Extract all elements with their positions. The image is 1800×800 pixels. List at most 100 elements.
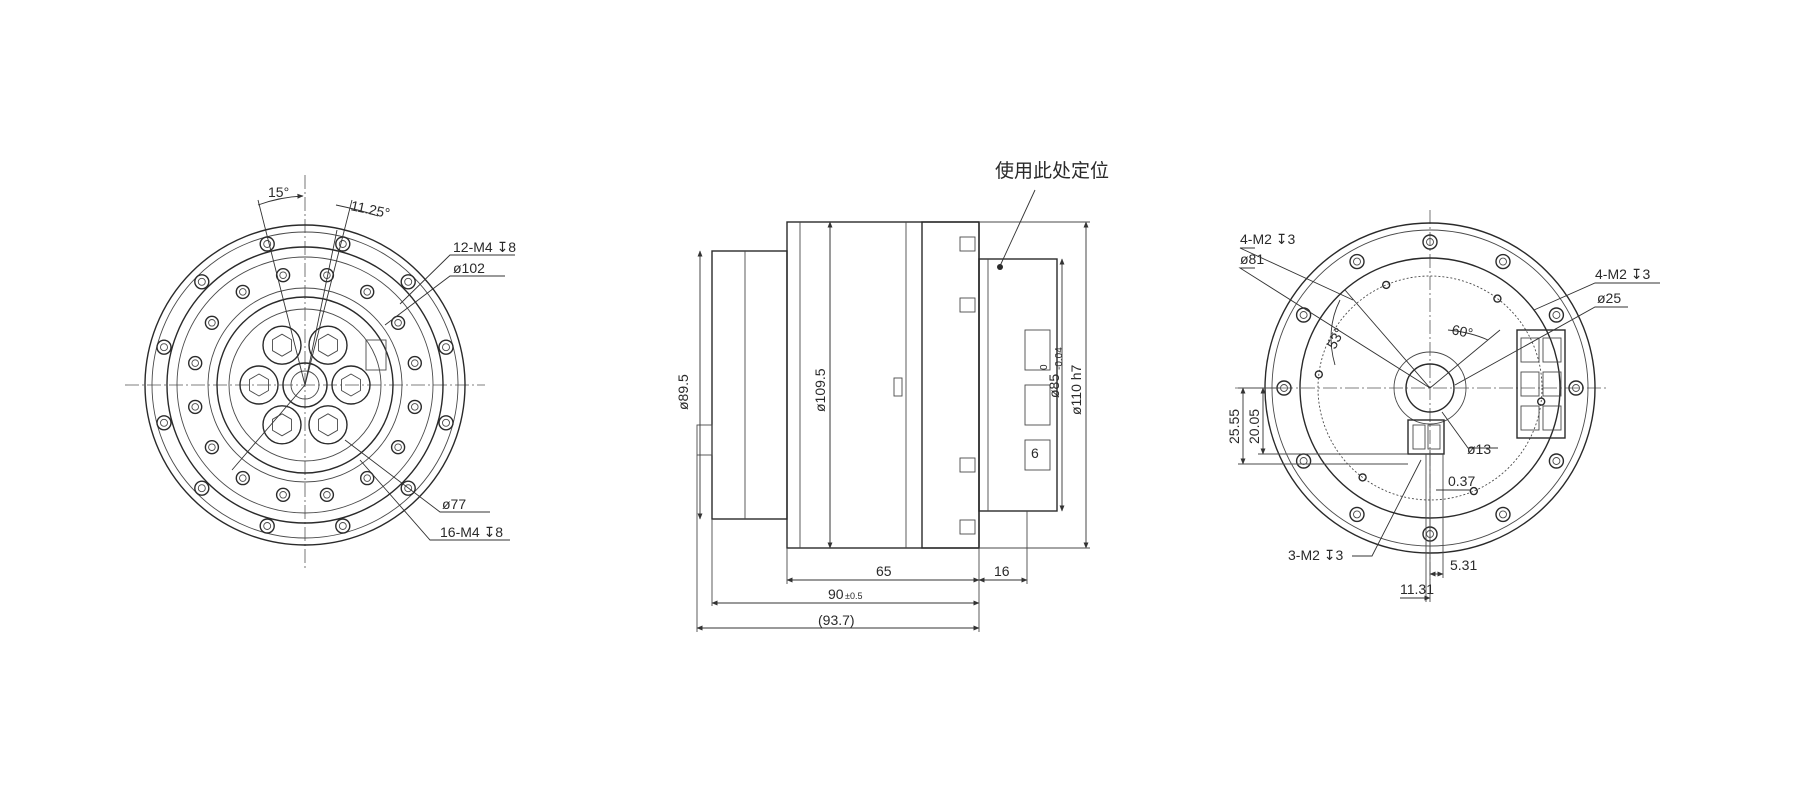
side-flange — [921, 221, 980, 549]
front-outer-bolt-hole — [259, 236, 275, 252]
front-outer-bolt-hole-inner — [263, 522, 272, 530]
front-hex-sockets — [239, 325, 371, 445]
rear-angle-ray-53 — [1344, 289, 1431, 389]
front-outer-bolt-hole — [194, 274, 210, 290]
side-pilot-feature-1 — [1024, 329, 1051, 371]
front-inner-bolt-hole-inner — [363, 288, 371, 296]
rear-outer-bolt-holes — [1276, 234, 1584, 542]
rear-dim-037-label: 0.37 — [1448, 473, 1475, 489]
rear-outer-bolt-hole-inner — [1353, 257, 1361, 266]
front-outer-bolt-hole — [438, 339, 454, 355]
front-inner-bolt-hole — [204, 315, 220, 330]
hex-socket-ring — [262, 325, 302, 365]
rear-outer-bolt-hole — [1349, 506, 1365, 523]
front-housing-circle — [166, 246, 444, 524]
side-pilot — [978, 258, 1058, 512]
front-inner-bolt-hole — [275, 268, 291, 283]
front-outer-bolt-hole — [335, 236, 351, 252]
front-inner-bolt-hole-inner — [191, 403, 199, 411]
front-thread-inner-label: 16-M4 ↧8 — [440, 524, 503, 540]
side-dia-pilot-tol-lower: -0.04 — [1054, 347, 1065, 370]
rear-connector-pin-5 — [1520, 405, 1540, 431]
front-outer-bolt-hole — [335, 518, 351, 534]
side-len-65-label: 65 — [876, 563, 892, 579]
front-inner-bolt-holes — [187, 268, 422, 502]
front-outer-bolt-hole-inner — [160, 418, 168, 427]
side-dia-pilot-label: ø85 — [1046, 374, 1062, 398]
rear-outer-bolt-hole — [1422, 234, 1438, 250]
front-outer-bolt-hole-inner — [442, 343, 450, 352]
front-leader-thread-inner — [359, 459, 510, 541]
rear-connector-pin-6 — [1542, 405, 1562, 431]
locating-note: 使用此处定位 — [995, 160, 1109, 182]
rear-angle-arc-53 — [1330, 299, 1341, 366]
rear-leader-thread-b — [1533, 282, 1660, 311]
front-inner-bolt-hole-inner — [363, 474, 371, 482]
rear-view: 4-M2 ↧3 ø81 4-M2 ↧3 ø25 53° 60° 25.55 20… — [1226, 210, 1660, 602]
rear-outer-bolt-hole-inner — [1353, 510, 1361, 519]
rear-thread-b-label: 4-M2 ↧3 — [1595, 266, 1651, 282]
front-outer-flange-circle — [144, 224, 466, 546]
front-flange-edge-circle — [151, 231, 459, 539]
hex-socket — [318, 333, 338, 357]
rear-hub-circle — [1393, 351, 1467, 425]
front-outer-bolt-hole-inner — [263, 240, 272, 248]
side-flange-tab-2 — [959, 297, 976, 313]
front-inner-bolt-hole-inner — [239, 288, 247, 296]
rear-outer-bolt-hole — [1295, 453, 1312, 469]
rear-outer-bolt-hole-inner — [1426, 238, 1434, 246]
front-inner-bolt-hole-inner — [394, 443, 402, 451]
rear-outer-bolt-hole-inner — [1299, 457, 1308, 465]
front-angle-ray-2 — [304, 199, 353, 386]
side-pilot-feature-3 — [1024, 439, 1051, 471]
front-inner-bolt-hole-inner — [323, 491, 331, 499]
rear-dim-2555-label: 25.55 — [1226, 409, 1242, 444]
front-outer-bolt-hole — [259, 518, 275, 534]
front-inner-bolt-hole — [390, 315, 406, 330]
front-dia-line — [231, 384, 306, 471]
side-dia-pilot-tol-upper: 0 — [1039, 364, 1050, 370]
side-len-16-label: 16 — [994, 563, 1010, 579]
front-inner-bolt-hole — [407, 399, 422, 415]
front-view: 15° 11.25° 12-M4 ↧8 ø102 ø77 16-M4 ↧8 — [125, 175, 516, 568]
front-outer-bolt-hole — [400, 480, 416, 496]
rear-angle-53-label: 53° — [1324, 325, 1348, 351]
front-bolt-circle-outer — [176, 256, 434, 514]
front-angle-ray-1 — [257, 199, 306, 386]
rear-dim-531-label: 5.31 — [1450, 557, 1477, 573]
side-flange-tab-4 — [959, 519, 976, 535]
rear-angle-60-label: 60° — [1450, 321, 1474, 341]
hex-socket — [272, 333, 292, 357]
rear-connector-pin-2 — [1542, 337, 1562, 363]
side-left-tab — [696, 424, 713, 456]
rear-small-connector-pin-2 — [1427, 424, 1441, 450]
front-inner-bolt-hole — [319, 268, 335, 283]
hex-socket-ring — [262, 405, 302, 445]
front-inner-bolt-hole — [360, 470, 375, 486]
rear-small-hole — [1536, 397, 1546, 406]
front-angle-ray-3 — [304, 229, 338, 386]
front-inner-bolt-hole — [275, 487, 291, 502]
rear-connector-pin-1 — [1520, 337, 1540, 363]
rear-outer-bolt-hole-inner — [1552, 457, 1561, 465]
front-inner-bolt-hole — [390, 440, 406, 455]
rear-dim-2005-label: 20.05 — [1246, 409, 1262, 444]
front-outer-bolt-hole-inner — [338, 522, 347, 530]
front-hub-circle — [216, 296, 394, 474]
hex-socket — [272, 413, 292, 437]
rear-leader-dia-25 — [1454, 306, 1628, 386]
side-flange-tab-3 — [959, 457, 976, 473]
side-note-leader — [999, 189, 1036, 267]
rear-dia-81-label: ø81 — [1240, 251, 1264, 267]
front-inner-bolt-hole — [187, 399, 203, 415]
hex-socket — [341, 373, 361, 397]
front-angle-arc-2 — [335, 204, 379, 217]
front-leader-dia-outer — [384, 275, 505, 326]
hex-socket-ring — [308, 325, 348, 365]
front-leader-dia-inner — [344, 439, 490, 513]
front-center-bore — [282, 362, 328, 408]
rear-outer-bolt-hole-inner — [1572, 384, 1580, 392]
rear-leader-thread-a — [1239, 247, 1354, 301]
front-dia-inner-label: ø77 — [442, 496, 466, 512]
